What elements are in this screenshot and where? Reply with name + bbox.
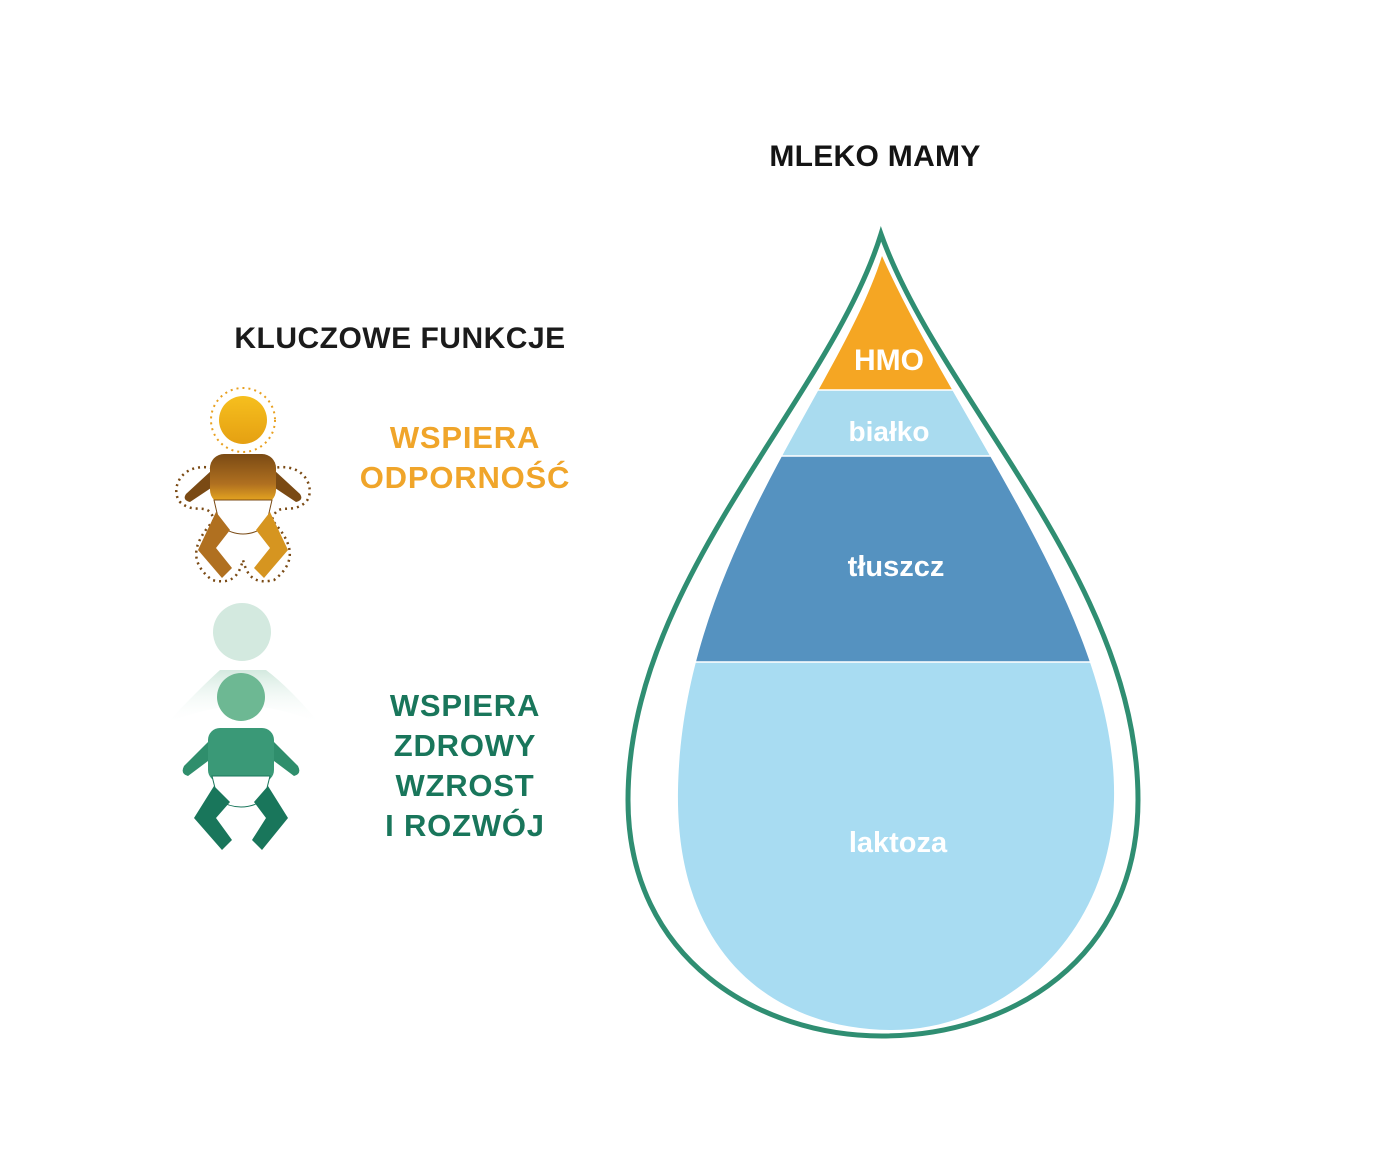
- function-line: WSPIERA: [389, 420, 541, 455]
- mothers-milk-title: MLEKO MAMY: [769, 140, 981, 173]
- key-functions-title: KLUCZOWE FUNKCJE: [234, 322, 566, 355]
- layer-label-protein: białko: [849, 416, 930, 447]
- function-line: ODPORNOŚĆ: [359, 460, 571, 495]
- layer-label-fat: tłuszcz: [848, 551, 945, 583]
- function-immunity-label: WSPIERA ODPORNOŚĆ: [330, 418, 600, 498]
- layer-label-hmo: HMO: [854, 344, 924, 377]
- baby-immunity-icon: [175, 387, 311, 583]
- function-line: WZROST: [395, 768, 535, 803]
- milk-drop-outline: [625, 226, 1141, 1039]
- baby-growth-icon: [166, 603, 320, 850]
- function-line: WSPIERA: [389, 688, 541, 723]
- function-line: I ROZWÓJ: [385, 808, 545, 843]
- function-growth-label: WSPIERA ZDROWY WZROST I ROZWÓJ: [330, 686, 600, 846]
- layer-label-lactose: laktoza: [849, 827, 948, 859]
- function-line: ZDROWY: [393, 728, 537, 763]
- layer-lactose: [677, 662, 1115, 1030]
